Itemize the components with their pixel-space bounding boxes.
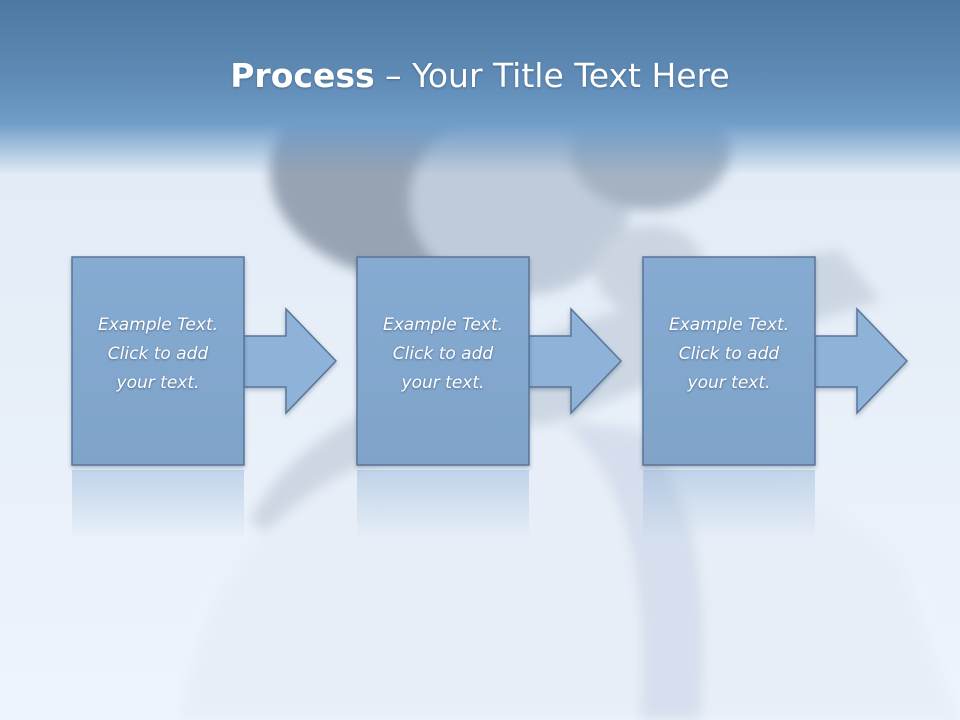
arrow-2-shape[interactable] bbox=[528, 307, 623, 415]
title-rest: – Your Title Text Here bbox=[374, 56, 730, 95]
step-1-line-1: Example Text. bbox=[97, 315, 219, 335]
arrow-3-shape[interactable] bbox=[814, 307, 909, 415]
step-2-line-3: your text. bbox=[401, 373, 485, 393]
slide-title[interactable]: Process – Your Title Text Here bbox=[0, 54, 960, 98]
step-3-line-2: Click to add bbox=[678, 344, 780, 364]
process-box-3[interactable] bbox=[642, 256, 816, 466]
step-2-line-2: Click to add bbox=[392, 344, 494, 364]
process-box-2[interactable] bbox=[356, 256, 530, 466]
title-bold: Process bbox=[230, 56, 375, 95]
step-3-line-1: Example Text. bbox=[668, 315, 790, 335]
step-3-text[interactable]: Example Text. Click to add your text. bbox=[643, 311, 815, 398]
box-2-reflection bbox=[357, 470, 529, 540]
step-1-line-2: Click to add bbox=[107, 344, 209, 364]
arrow-1-shape[interactable] bbox=[243, 307, 338, 415]
box-1-reflection bbox=[72, 470, 244, 540]
box-3-reflection bbox=[643, 470, 815, 540]
process-box-1[interactable] bbox=[71, 256, 245, 466]
title-band bbox=[0, 0, 960, 175]
step-1-text[interactable]: Example Text. Click to add your text. bbox=[72, 311, 244, 398]
step-1-line-3: your text. bbox=[116, 373, 200, 393]
step-3-line-3: your text. bbox=[687, 373, 771, 393]
step-2-text[interactable]: Example Text. Click to add your text. bbox=[357, 311, 529, 398]
step-2-line-1: Example Text. bbox=[382, 315, 504, 335]
